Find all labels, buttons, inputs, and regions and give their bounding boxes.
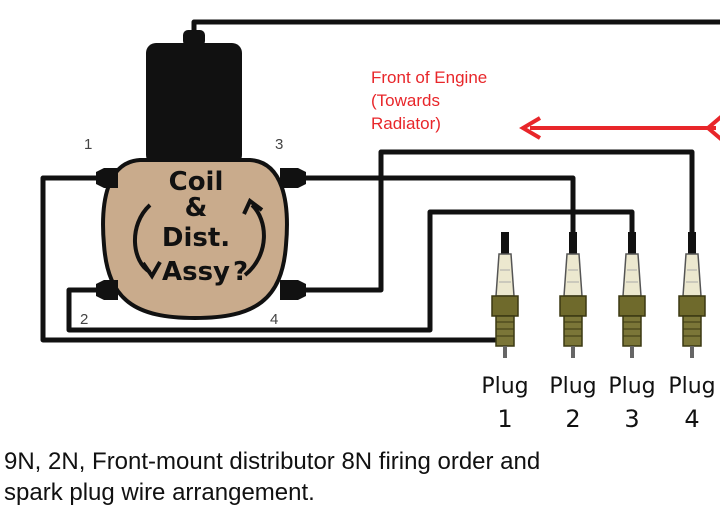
- plug-boot-3: [628, 232, 636, 254]
- plug-insulator-1: [495, 253, 515, 297]
- wire-terminal-4-to-plug-4: [306, 149, 695, 293]
- plug-wires: [40, 19, 720, 343]
- plug-label-number-1: 1: [497, 405, 512, 433]
- assembly-label-question: ?: [233, 257, 248, 287]
- plug-electrode-1: [503, 346, 507, 358]
- coil-distributor-assembly: Coil & Dist. Assy ?: [101, 30, 289, 321]
- plug-label-word-1: Plug: [481, 374, 528, 399]
- plug-label-number-2: 2: [565, 405, 580, 433]
- plug-thread-2: [563, 315, 583, 347]
- plug-thread-3: [622, 315, 642, 347]
- assembly-label-line1: Coil: [169, 167, 224, 197]
- terminal-2: [96, 280, 118, 300]
- plug-label-word-4: Plug: [668, 374, 715, 399]
- rotation-arrow-right: [243, 203, 266, 277]
- terminal-number-4: 4: [270, 311, 278, 328]
- plug-label-word-2: Plug: [549, 374, 596, 399]
- terminal-3: [280, 168, 306, 188]
- direction-note-line1: Front of Engine: [371, 68, 487, 87]
- coil-top-terminal: [183, 30, 205, 46]
- wire-terminal-3-to-plug-2: [306, 175, 576, 235]
- plug-hex-3: [618, 295, 646, 317]
- assembly-label-line2: &: [185, 193, 208, 223]
- plug-electrode-3: [630, 346, 634, 358]
- spark-plug-1: [491, 232, 519, 358]
- terminals: [96, 168, 306, 300]
- plug-electrode-2: [571, 346, 575, 358]
- plug-insulator-4: [682, 253, 702, 297]
- plug-electrode-4: [690, 346, 694, 358]
- spark-plugs: Plug 1 Plug 2 Plug 3 Plug 4: [481, 232, 716, 433]
- plug-label-word-3: Plug: [608, 374, 655, 399]
- caption-line2: spark plug wire arrangement.: [4, 479, 315, 506]
- terminal-number-1: 1: [84, 136, 92, 153]
- coil-cap: [146, 43, 242, 165]
- plug-hex-4: [678, 295, 706, 317]
- direction-note-line3: Radiator): [371, 114, 441, 133]
- direction-note-line2: (Towards: [371, 91, 440, 110]
- plug-boot-4: [688, 232, 696, 254]
- front-of-engine-indicator: Front of Engine (Towards Radiator): [371, 68, 720, 141]
- front-arrow-tail: [704, 115, 720, 141]
- plug-insulator-2: [563, 253, 583, 297]
- arrowhead-right: [242, 197, 264, 215]
- assembly-label-line3: Dist.: [162, 223, 230, 253]
- plug-thread-1: [495, 315, 515, 347]
- plug-label-number-4: 4: [684, 405, 699, 433]
- caption-line1: 9N, 2N, Front-mount distributor 8N firin…: [4, 448, 540, 475]
- plug-hex-1: [491, 295, 519, 317]
- wire-terminal-2-to-plug-3: [66, 209, 635, 333]
- terminal-1: [96, 168, 118, 188]
- spark-plug-4: [678, 232, 706, 358]
- plug-boot-2: [569, 232, 577, 254]
- arrowhead-left: [141, 261, 162, 280]
- terminal-4: [280, 280, 306, 300]
- coil-high-tension-wire: [191, 19, 720, 32]
- distributor-body: [101, 158, 289, 321]
- terminal-number-2: 2: [80, 311, 88, 328]
- plug-insulator-3: [622, 253, 642, 297]
- plug-hex-2: [559, 295, 587, 317]
- spark-plug-2: [559, 232, 587, 358]
- terminal-number-3: 3: [275, 136, 283, 153]
- front-arrow-head: [519, 116, 542, 140]
- plug-thread-4: [682, 315, 702, 347]
- assembly-label-line4: Assy: [162, 257, 230, 287]
- plug-boot-1: [501, 232, 509, 254]
- spark-plug-3: [618, 232, 646, 358]
- plug-label-number-3: 3: [624, 405, 639, 433]
